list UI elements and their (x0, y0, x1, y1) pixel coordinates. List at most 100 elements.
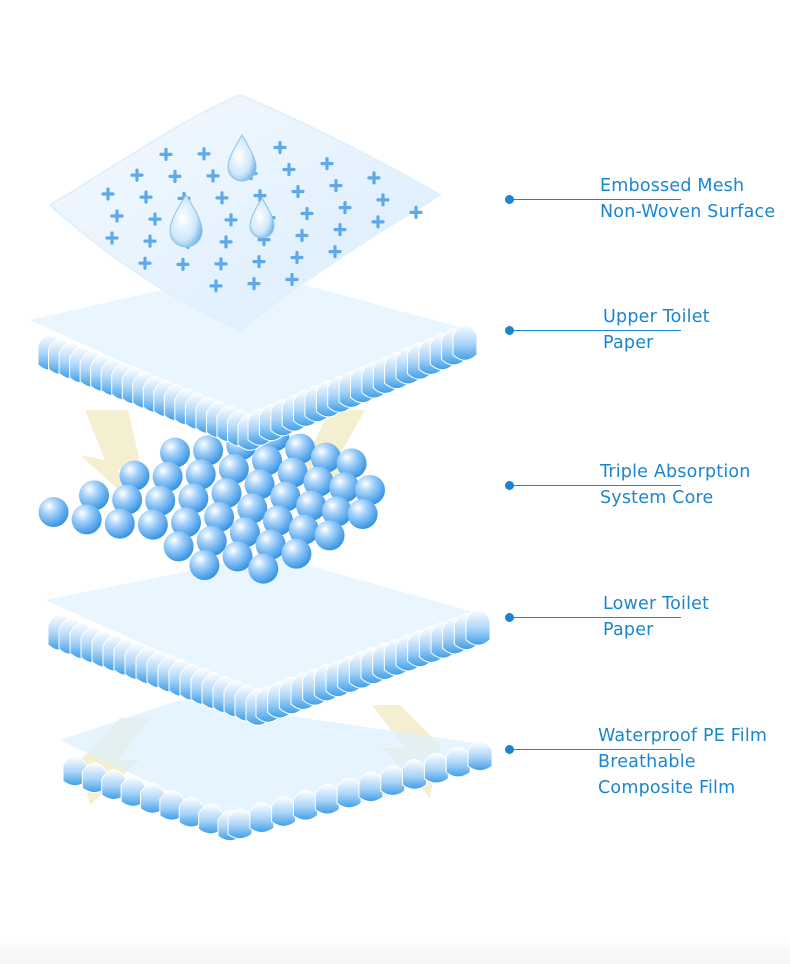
absorption-bead (171, 507, 201, 538)
absorption-bead (288, 514, 319, 545)
callout-label: Upper Toilet Paper (603, 304, 790, 356)
label-line: Triple Absorption (600, 462, 751, 482)
cross-perforation-icon (168, 169, 182, 183)
cross-perforation-icon (159, 147, 173, 161)
label-line: Upper Toilet (603, 307, 710, 327)
absorption-bead (79, 480, 109, 511)
cross-perforation-icon (273, 140, 287, 155)
absorption-bead (263, 505, 293, 536)
absorption-bead (71, 504, 102, 535)
callout-leader-line (511, 485, 681, 486)
absorption-bead (38, 497, 69, 527)
absorption-bead (196, 526, 227, 556)
absorption-bead (222, 541, 253, 572)
cross-perforation-icon (214, 257, 228, 271)
absorption-core-layer (38, 421, 385, 584)
mesh-surface-layer (48, 93, 442, 332)
cross-perforation-icon (105, 231, 119, 245)
callout-dot (505, 326, 514, 335)
absorption-bead (277, 457, 308, 488)
callout-mesh-surface: Embossed Mesh Non-Woven Surface (505, 176, 790, 255)
cross-perforation-icon (143, 234, 157, 248)
absorption-bead (237, 493, 268, 524)
label-line: Paper (603, 620, 654, 640)
callout-leader-line (511, 330, 681, 331)
cross-perforation-icon (320, 157, 334, 171)
paper-fold (271, 796, 297, 827)
paper-fold (336, 777, 362, 809)
cross-perforation-icon (300, 206, 314, 221)
absorption-bead (218, 454, 249, 484)
absorption-bead (303, 466, 334, 497)
bottom-fade-strip (0, 935, 790, 964)
cross-perforation-icon (291, 184, 305, 199)
absorption-bead (285, 433, 316, 464)
callout-lower-paper: Lower Toilet Paper (505, 594, 790, 673)
paper-fold (227, 808, 253, 840)
absorption-bead (310, 442, 341, 473)
callout-label: Triple Absorption System Core (600, 459, 790, 511)
cross-perforation-icon (371, 215, 385, 229)
cross-perforation-icon (295, 228, 309, 243)
callout-absorption-core: Triple Absorption System Core (505, 462, 790, 541)
callout-upper-paper: Upper Toilet Paper (505, 307, 790, 386)
absorption-bead (296, 490, 327, 521)
absorption-bead (104, 508, 135, 539)
absorption-bead (329, 472, 360, 503)
callout-dot (505, 613, 514, 622)
paper-fold (423, 752, 449, 784)
absorption-bead (336, 448, 367, 479)
callout-leader-line (511, 617, 681, 618)
paper-fold (465, 608, 491, 646)
paper-fold (249, 802, 275, 834)
cross-perforation-icon (253, 189, 267, 203)
callout-dot (505, 745, 514, 754)
callout-leader-line (511, 749, 681, 750)
cross-perforation-icon (338, 201, 352, 215)
label-line: Breathable (598, 752, 696, 772)
cross-perforation-icon (130, 168, 144, 182)
callout-label: Waterproof PE Film Breathable Composite … (598, 723, 788, 801)
absorption-bead (152, 461, 183, 492)
callout-pe-film: Waterproof PE Film Breathable Composite … (505, 726, 790, 805)
absorption-bead (204, 502, 235, 532)
cross-perforation-icon (333, 223, 347, 237)
label-line: Composite Film (598, 778, 736, 798)
callout-label: Lower Toilet Paper (603, 591, 790, 643)
callout-leader-line (511, 199, 681, 200)
upper-paper-layer (30, 270, 478, 451)
absorption-bead (211, 478, 242, 508)
absorption-bead (193, 435, 224, 466)
absorption-bead (314, 520, 345, 551)
cross-perforation-icon (209, 279, 223, 293)
absorption-bead (185, 459, 216, 490)
cross-perforation-icon (409, 205, 423, 219)
paper-fold (445, 746, 471, 778)
absorption-bead (248, 553, 279, 584)
label-line: Non-Woven Surface (600, 202, 776, 222)
cross-perforation-icon (138, 256, 152, 270)
cross-perforation-icon (376, 193, 390, 207)
paper-fold (402, 759, 428, 790)
label-line: Embossed Mesh (600, 176, 745, 196)
callout-dot (505, 481, 514, 490)
absorption-bead (244, 469, 275, 500)
label-line: Waterproof PE Film (598, 726, 768, 746)
water-drop-icon (169, 134, 275, 248)
cross-perforation-icon (367, 171, 381, 185)
callout-label: Embossed Mesh Non-Woven Surface (600, 173, 790, 225)
absorption-bead (229, 517, 260, 548)
cross-perforation-icon (148, 212, 162, 226)
cross-perforation-icon (329, 179, 343, 193)
absorption-bead (178, 483, 209, 514)
paper-fold (292, 789, 318, 821)
cross-perforation-icon (252, 255, 266, 269)
cross-perforation-icon (285, 272, 299, 287)
absorption-bead (137, 509, 168, 540)
lower-paper-layer (45, 555, 491, 726)
cross-perforation-icon (290, 250, 304, 265)
label-line: System Core (600, 488, 714, 508)
cross-perforation-icon (247, 277, 261, 291)
absorption-bead (145, 485, 176, 516)
